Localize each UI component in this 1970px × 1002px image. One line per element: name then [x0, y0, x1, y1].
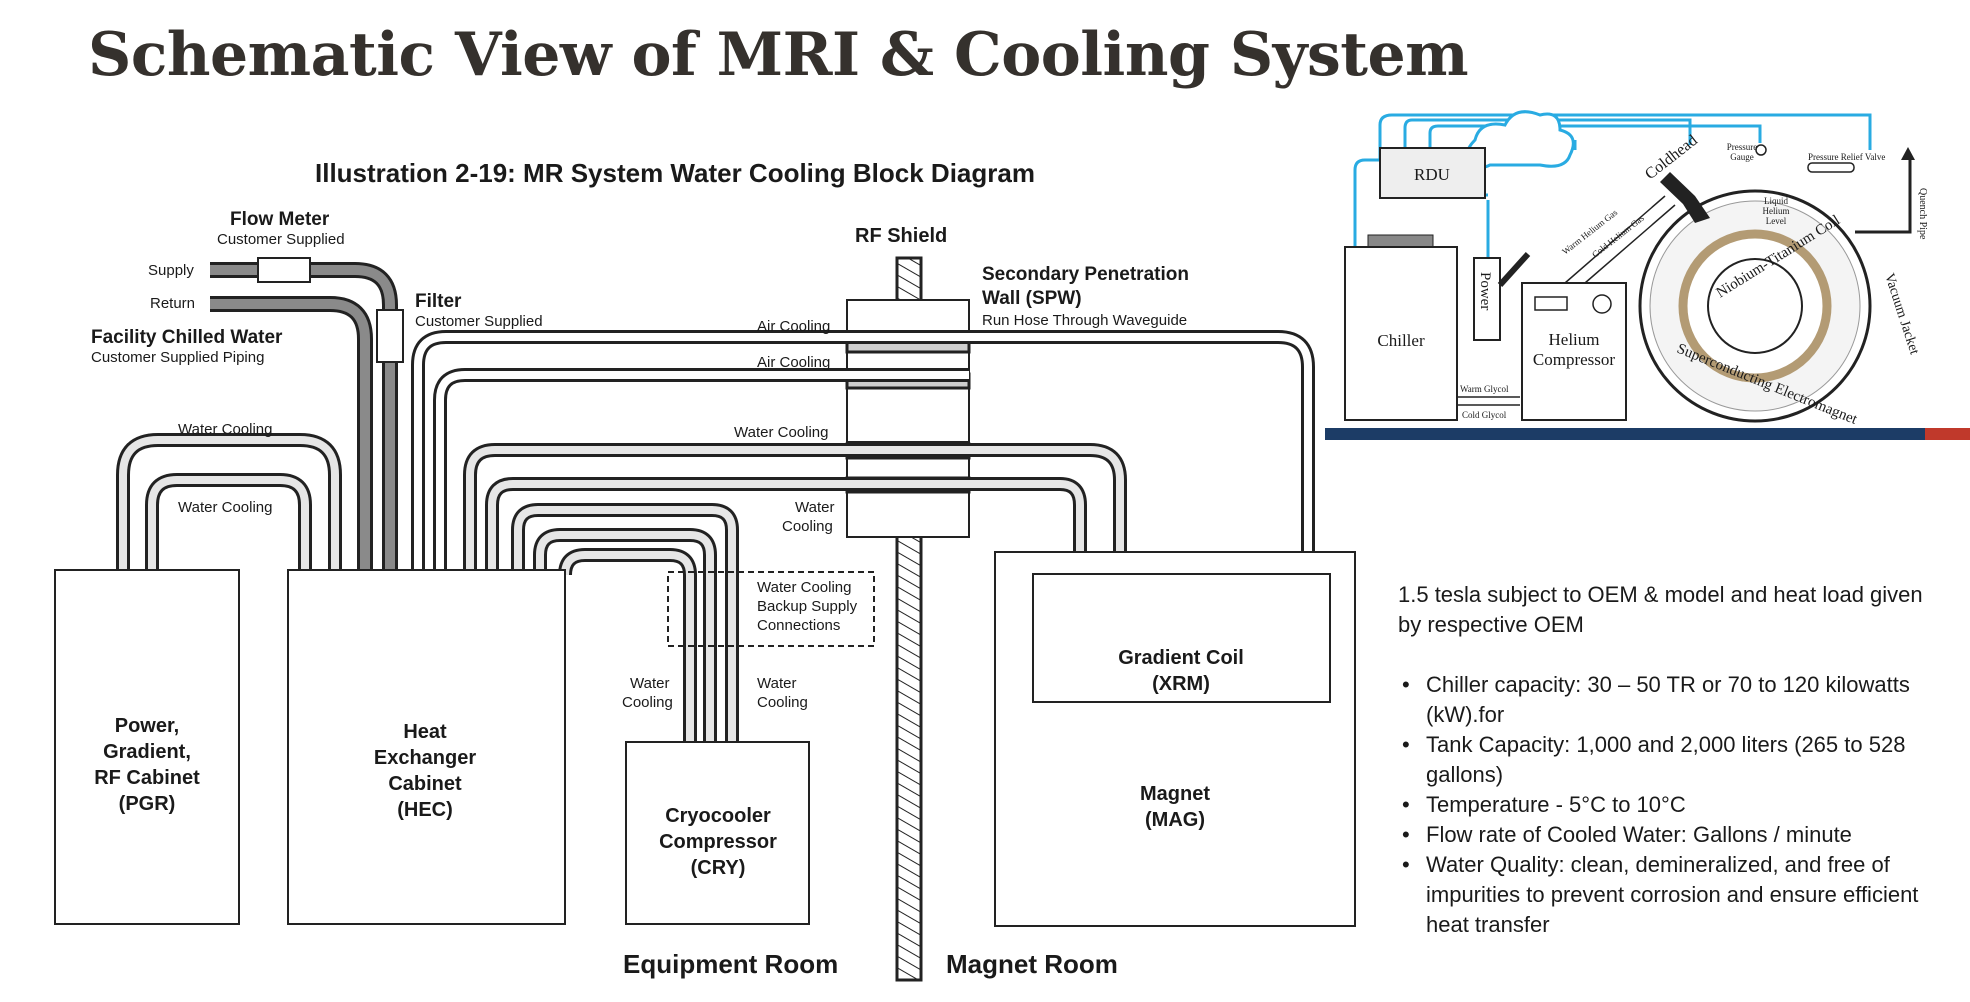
power-cable — [1497, 251, 1531, 288]
hec-label-1: Heat — [403, 721, 447, 743]
facility-title: Facility Chilled Water — [91, 327, 283, 348]
helium-gas-line-warm — [1564, 195, 1666, 284]
xrm-cabinet — [1032, 573, 1331, 703]
helium-compressor-label-2: Compressor — [1533, 350, 1616, 369]
relief-valve-arrow — [1901, 147, 1915, 160]
backup-label-3: Connections — [757, 617, 840, 634]
flow-meter — [257, 257, 311, 283]
notes-bullet: Chiller capacity: 30 – 50 TR or 70 to 12… — [1398, 670, 1938, 730]
helium-compressor-label-1: Helium — [1549, 330, 1600, 349]
magnet-room-label: Magnet Room — [946, 949, 1118, 979]
cry-right-label-1: Water — [757, 675, 796, 692]
air-cooling-label-1: Air Cooling — [757, 318, 830, 335]
pgr-label-3: RF Cabinet — [94, 767, 200, 789]
mag-label-2: (MAG) — [1145, 809, 1205, 831]
hec-cabinet — [287, 569, 566, 925]
spw-subtitle: Run Hose Through Waveguide — [982, 312, 1187, 329]
pressure-relief-valve-icon — [1807, 162, 1855, 173]
pgr-label-1: Power, — [115, 715, 179, 737]
filter-title: Filter — [415, 291, 462, 312]
helium-gas-line-cold — [1584, 204, 1676, 284]
water-cooling-label-right-2: Cooling — [782, 518, 833, 535]
pressure-gauge-label-2: Gauge — [1730, 152, 1754, 162]
bore — [1707, 258, 1803, 354]
cooling-hoses — [116, 330, 1315, 745]
water-cooling-label-mid: Water Cooling — [734, 424, 828, 441]
notes-panel: 1.5 tesla subject to OEM & model and hea… — [1398, 580, 1938, 940]
flow-meter-title: Flow Meter — [230, 209, 330, 230]
pgr-label-4: (PGR) — [119, 793, 176, 815]
chiller-vent — [1367, 234, 1434, 248]
backup-label-1: Water Cooling — [757, 579, 851, 596]
mag-label-1: Magnet — [1140, 783, 1210, 805]
facility-subtitle: Customer Supplied Piping — [91, 349, 264, 366]
air-cooling-label-2: Air Cooling — [757, 354, 830, 371]
quench-pipe-label: Quench Pipe — [1917, 188, 1928, 240]
power-label: Power — [1477, 272, 1493, 310]
rdu-box — [1379, 147, 1486, 199]
equipment-room-label: Equipment Room — [623, 949, 838, 979]
spw-title-2: Wall (SPW) — [982, 288, 1082, 309]
notes-bullet: Tank Capacity: 1,000 and 2,000 liters (2… — [1398, 730, 1938, 790]
rdu-label: RDU — [1414, 165, 1450, 184]
liquid-helium-label-2: Helium — [1763, 206, 1790, 216]
notes-bullet: Flow rate of Cooled Water: Gallons / min… — [1398, 820, 1938, 850]
vacuum-jacket-label: Vacuum Jacket — [1881, 272, 1921, 357]
chiller-box — [1344, 246, 1458, 421]
compressor-knob — [1592, 294, 1612, 314]
accent-bar-navy — [1325, 428, 1925, 440]
cloud-icon — [1465, 110, 1575, 169]
notes-bullet: Water Quality: clean, demineralized, and… — [1398, 850, 1938, 940]
power-box — [1473, 257, 1501, 341]
spw-title-1: Secondary Penetration — [982, 264, 1189, 285]
cry-left-label-1: Water — [630, 675, 669, 692]
cold-glycol-label: Cold Glycol — [1462, 410, 1507, 420]
cry-left-label-2: Cooling — [622, 694, 673, 711]
water-cooling-label-right-1: Water — [795, 499, 834, 516]
cooling-diagram: RDU Chiller Power Helium Compressor Warm… — [1325, 110, 1970, 440]
filter-subtitle: Customer Supplied — [415, 313, 543, 330]
filter — [376, 309, 404, 363]
rf-shield-label: RF Shield — [855, 225, 947, 247]
coldhead — [1660, 172, 1710, 223]
hec-label-3: Cabinet — [388, 773, 462, 795]
backup-supply-box — [667, 571, 875, 647]
accent-bar-red — [1925, 428, 1970, 440]
flow-meter-subtitle: Customer Supplied — [217, 231, 345, 248]
water-cooling-pgr-outer: Water Cooling — [178, 421, 272, 438]
liquid-helium-label-1: Liquid — [1764, 196, 1788, 206]
liquid-helium-label-3: Level — [1766, 216, 1787, 226]
cry-label-3: (CRY) — [691, 857, 746, 879]
pgr-cabinet — [54, 569, 240, 925]
slide-title: Schematic View of MRI & Cooling System — [88, 20, 1469, 90]
return-label: Return — [150, 295, 195, 312]
cry-right-label-2: Cooling — [757, 694, 808, 711]
hec-label-4: (HEC) — [397, 799, 453, 821]
notes-list: Chiller capacity: 30 – 50 TR or 70 to 12… — [1398, 670, 1938, 940]
compressor-display — [1534, 296, 1568, 311]
chiller-label: Chiller — [1377, 331, 1425, 350]
cry-cabinet — [625, 741, 810, 925]
diagram-heading: Illustration 2-19: MR System Water Cooli… — [315, 158, 1035, 188]
water-cooling-pgr-inner: Water Cooling — [178, 499, 272, 516]
facility-pipes — [210, 262, 398, 570]
cry-label-2: Compressor — [659, 831, 777, 853]
notes-bullet: Temperature - 5°C to 10°C — [1398, 790, 1938, 820]
pgr-label-2: Gradient, — [103, 741, 191, 763]
warm-glycol-label: Warm Glycol — [1460, 384, 1509, 394]
pressure-gauge-icon — [1755, 144, 1767, 156]
pressure-relief-valve-label: Pressure Relief Valve — [1808, 152, 1885, 162]
warm-helium-gas-label: Warm Helium Gas — [1560, 207, 1620, 257]
hec-label-2: Exchanger — [374, 747, 476, 769]
cry-label-1: Cryocooler — [665, 805, 771, 827]
quench-pipe — [1855, 160, 1912, 234]
backup-label-2: Backup Supply — [757, 598, 858, 615]
xrm-label-1: Gradient Coil — [1118, 647, 1244, 669]
notes-intro: 1.5 tesla subject to OEM & model and hea… — [1398, 582, 1923, 637]
pressure-gauge-label-1: Pressure — [1727, 142, 1758, 152]
supply-label: Supply — [148, 262, 194, 279]
block-diagram: Illustration 2-19: MR System Water Cooli… — [54, 158, 1356, 982]
xrm-label-2: (XRM) — [1152, 673, 1210, 695]
